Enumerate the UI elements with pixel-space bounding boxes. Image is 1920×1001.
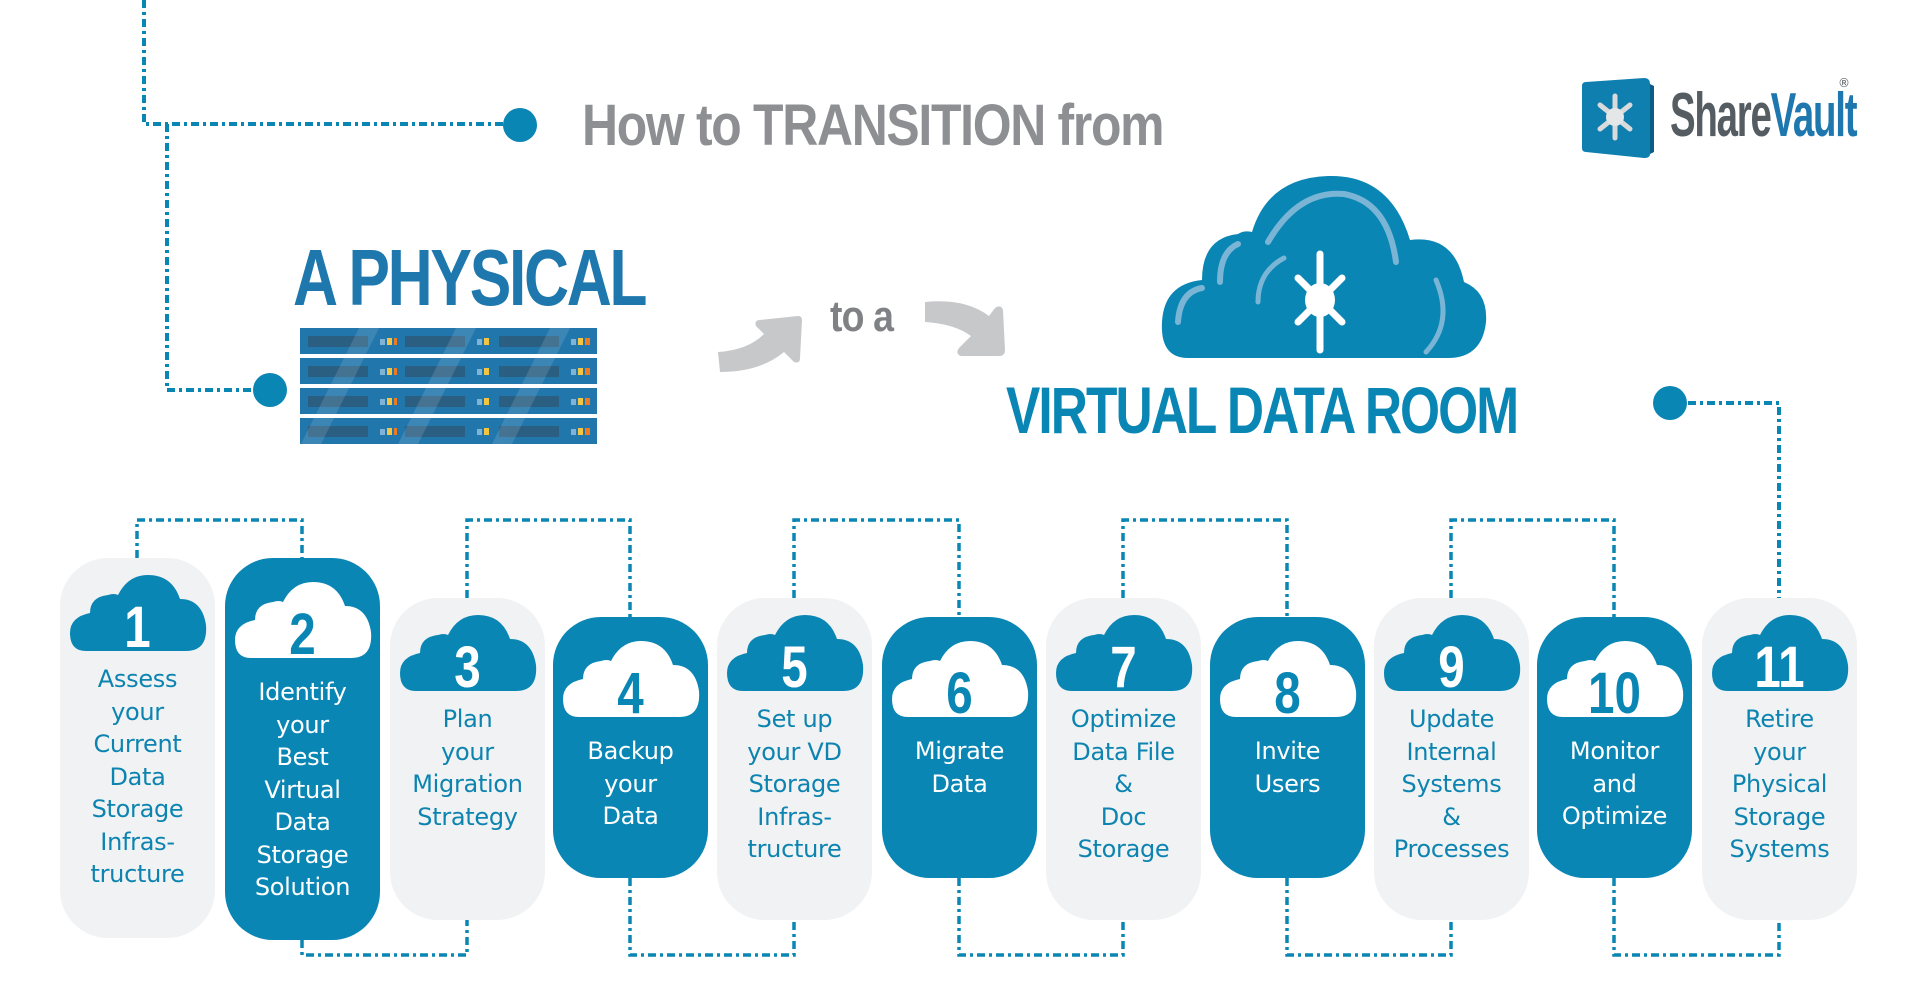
connector-dot-vdr [1653,386,1687,420]
cloud-icon [234,582,371,658]
step-number: 10 [1588,661,1641,726]
vdr-connector [1688,401,1781,598]
arrow-up-right-icon [718,316,802,372]
step-label: Invite Users [1254,737,1321,798]
vault-icon [1582,78,1654,158]
arrow-down-right-icon [925,301,1005,356]
step-label: Set up your VD Storage Infras- tructure [747,705,842,863]
step-label: Migrate Data [914,737,1005,798]
top-left-connector [142,0,505,126]
step-number: 4 [617,661,644,726]
step-number: 2 [289,602,316,667]
cloud-icon [891,641,1028,717]
cloud-icon [1055,615,1192,691]
page-title: How to TRANSITION from [582,93,1165,158]
registered-mark: ® [1838,76,1850,90]
step-number: 5 [781,635,808,700]
physical-heading: A PHYSICAL [293,233,648,322]
step-number: 11 [1754,635,1805,700]
cloud-icon [1383,615,1520,691]
step-number: 7 [1110,635,1137,700]
step-label: Update Internal Systems & Processes [1393,705,1510,863]
step-number: 9 [1438,635,1465,700]
logo-text-vault: Vault [1770,81,1858,150]
cloud-icon [69,575,206,651]
server-racks-illustration [300,326,597,446]
to-a-label: to a [830,292,894,341]
virtual-cloud-vault-icon [1161,175,1487,358]
physical-connector [165,124,253,392]
connector-dot-title [503,108,537,142]
cloud-icon [1546,641,1683,717]
step-label: Backup your Data [587,737,674,830]
logo-text-share: Share [1670,81,1772,150]
cloud-icon [562,641,699,717]
cloud-icon [1219,641,1356,717]
step-label: Monitor and Optimize [1561,737,1668,830]
connector-dot-physical [253,373,287,407]
step-label: Plan your Migration Strategy [412,705,523,831]
step-connector-top [135,518,304,558]
step-number: 8 [1274,661,1301,726]
cloud-icon [399,615,536,691]
virtual-data-room-heading: VIRTUAL DATA ROOM [1006,373,1519,447]
cloud-icon [1711,615,1848,691]
step-label: Retire your Physical Storage Systems [1729,705,1830,863]
cloud-icon [726,615,863,691]
step-number: 1 [124,595,151,660]
step-label: Identify your Best Virtual Data Storage … [254,678,351,901]
step-label: Assess your Current Data Storage Infras-… [90,665,185,888]
sharevault-logo: ShareVault ® [1578,76,1858,160]
step-number: 6 [946,661,973,726]
step-label: Optimize Data File & Doc Storage [1070,705,1177,863]
step-number: 3 [454,635,481,700]
